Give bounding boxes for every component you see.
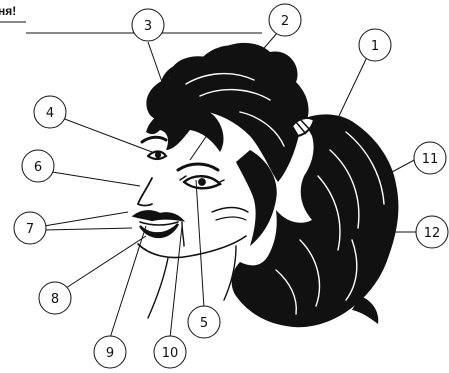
svg-text:8: 8 [51, 292, 59, 307]
cheek-line [182, 222, 184, 246]
svg-text:11: 11 [422, 152, 439, 167]
teeth-line [140, 222, 178, 225]
svg-text:12: 12 [424, 226, 441, 241]
callout-1: 1 [359, 29, 391, 61]
svg-text:1: 1 [371, 39, 379, 54]
svg-text:10: 10 [162, 346, 179, 361]
jawline [138, 236, 246, 258]
callout-4: 4 [34, 96, 66, 128]
callout-9: 9 [94, 336, 126, 368]
callout-10: 10 [154, 336, 186, 368]
callout-5: 5 [188, 306, 220, 338]
callout-11: 11 [414, 142, 446, 174]
callout-12: 12 [416, 216, 448, 248]
eyebrow-right [178, 164, 218, 170]
leader-4 [62, 118, 152, 152]
callout-7: 7 [14, 212, 46, 244]
svg-text:2: 2 [281, 14, 289, 29]
leader-6 [52, 172, 140, 186]
callout-2: 2 [269, 4, 301, 36]
callout-3: 3 [132, 9, 164, 41]
svg-text:3: 3 [144, 19, 152, 34]
svg-text:9: 9 [106, 346, 114, 361]
svg-text:6: 6 [34, 160, 42, 175]
leader-10 [170, 226, 182, 338]
heading-fragment: ня! [0, 4, 16, 18]
leader-7-a [44, 212, 128, 226]
leader-7-b [44, 228, 132, 230]
leader-3-a [148, 42, 162, 82]
nose [138, 178, 152, 206]
eyebrow-left [142, 137, 166, 142]
leader-1 [338, 55, 368, 118]
upper-lip [134, 211, 182, 220]
woman-head-illustration [146, 43, 398, 327]
leader-9 [110, 226, 146, 338]
svg-text:5: 5 [200, 316, 208, 331]
neck-line [148, 258, 168, 318]
callout-6: 6 [22, 150, 54, 182]
svg-text:4: 4 [46, 106, 54, 121]
face-lines [134, 137, 248, 318]
callout-8: 8 [39, 282, 71, 314]
svg-text:7: 7 [26, 222, 34, 237]
leader-5 [196, 180, 204, 308]
